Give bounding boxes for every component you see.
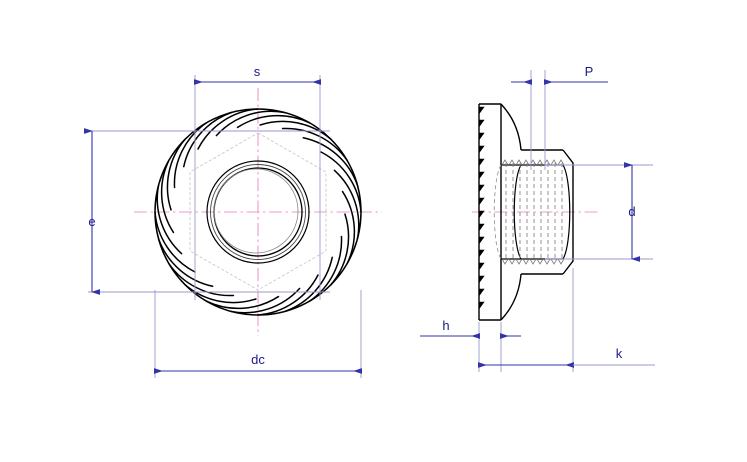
dimension-k: k — [478, 346, 655, 368]
internal-thread-hidden-lines — [505, 163, 563, 261]
front-extension-lines — [88, 75, 362, 378]
thread-minor-circle — [213, 168, 299, 254]
front-view-centerlines — [134, 88, 382, 336]
dimension-s: s — [194, 64, 321, 85]
front-view: s e dc — [84, 64, 382, 378]
hex-construction — [189, 132, 327, 291]
side-extension-lines — [478, 70, 653, 372]
body-chamfer-right — [562, 149, 574, 275]
bore-circles — [206, 160, 310, 264]
dim-label-e: e — [88, 214, 95, 229]
flange-serration-teeth — [478, 106, 485, 310]
body-silhouette — [513, 164, 571, 260]
dim-label-dc: dc — [251, 352, 265, 367]
side-view: P d h k — [420, 64, 655, 372]
dim-label-d: d — [628, 204, 635, 219]
dim-label-s: s — [254, 64, 261, 79]
dimension-P: P — [511, 64, 608, 85]
dim-label-h: h — [442, 318, 449, 333]
dimension-dc: dc — [154, 352, 362, 374]
serration-pattern — [154, 108, 362, 316]
thread-bore-boundary — [501, 164, 563, 260]
bore-outer-circle — [206, 160, 310, 264]
dim-label-p: P — [585, 64, 594, 79]
dim-label-k: k — [616, 346, 623, 361]
hex-body-outline — [521, 149, 574, 275]
bore-mid-circle — [210, 164, 306, 260]
dimension-h: h — [420, 318, 521, 339]
thread-crest-marks — [501, 159, 565, 265]
flange-body-transition — [500, 103, 522, 321]
dimension-d: d — [624, 162, 640, 262]
dimension-e: e — [84, 128, 100, 295]
